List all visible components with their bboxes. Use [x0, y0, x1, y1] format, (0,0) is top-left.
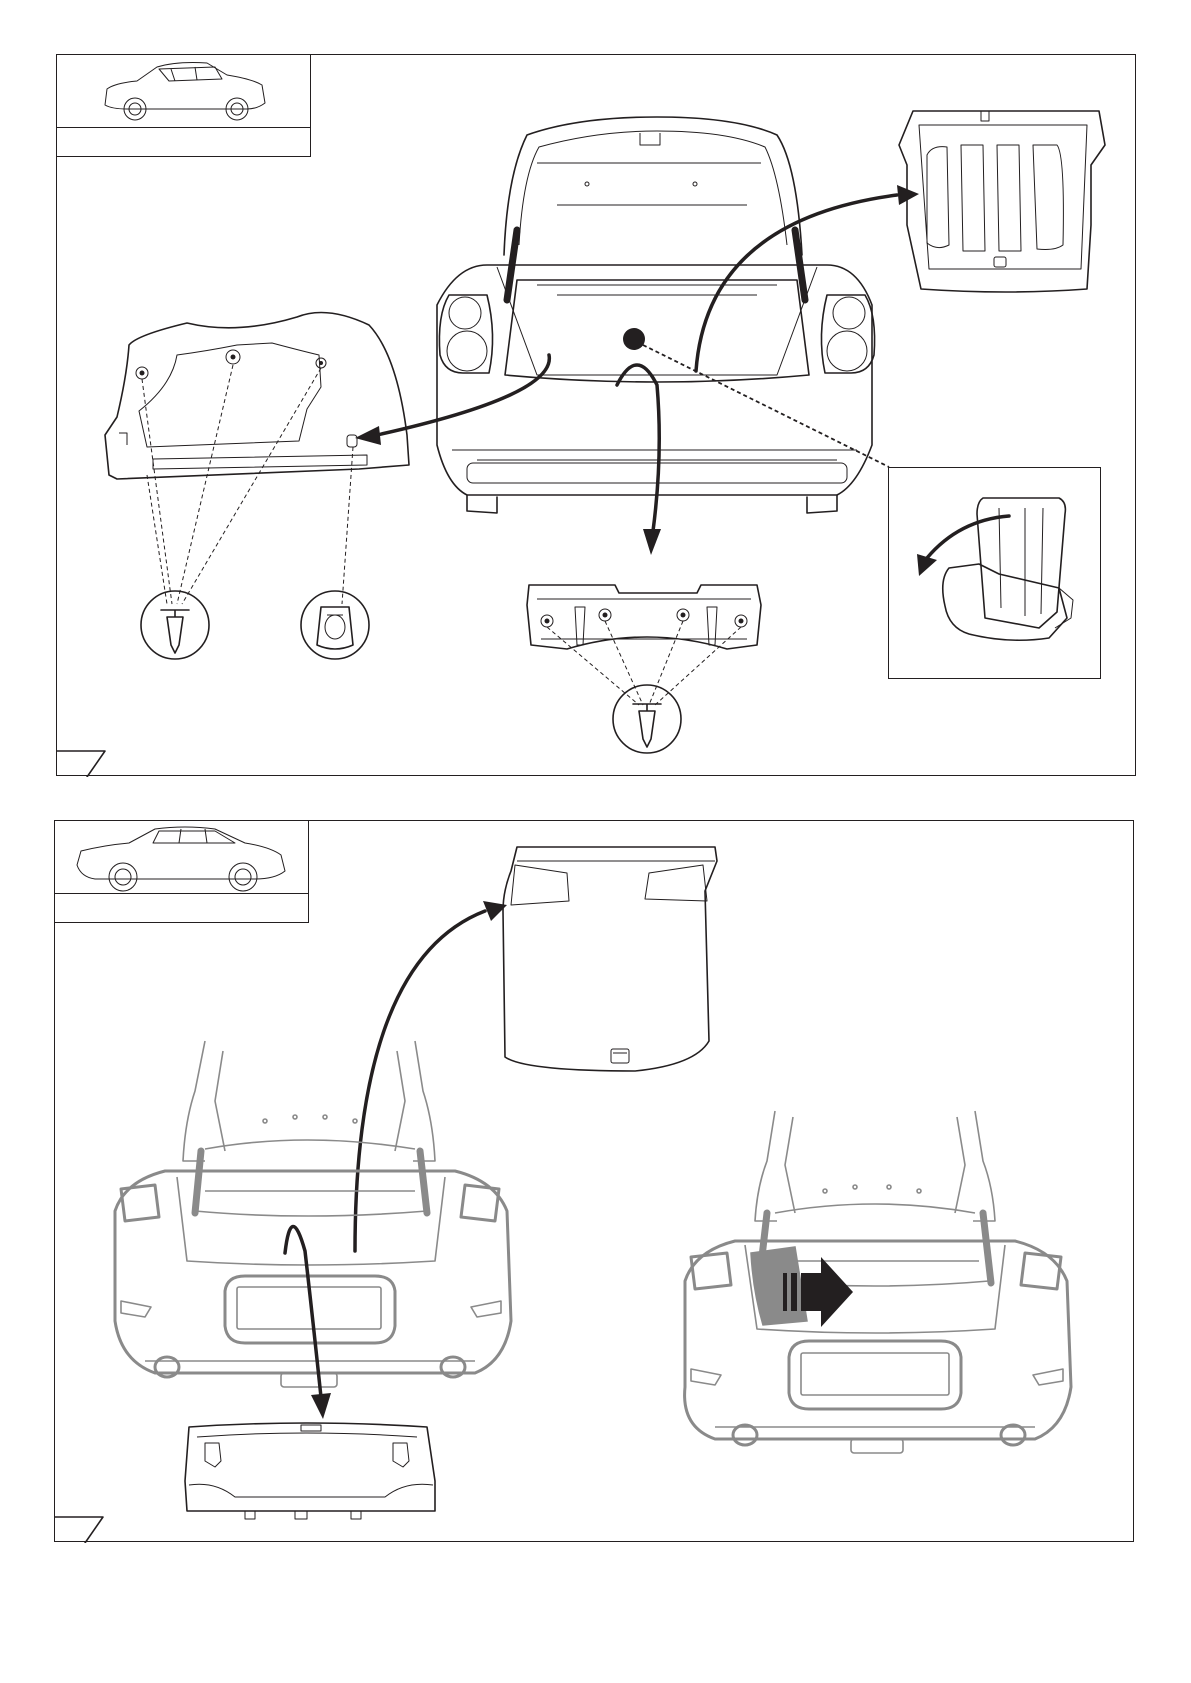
left-trunk-side-trim — [105, 313, 409, 480]
rear-sill-plate — [527, 585, 761, 649]
removal-arrow-floor-cover — [355, 911, 485, 1251]
panel-step-1 — [56, 54, 1136, 776]
rear-seat-folded — [943, 498, 1073, 640]
push-clip-icon — [141, 591, 209, 659]
car-rear-open-trunk-right — [685, 1111, 1071, 1453]
removal-arrow-side-trim — [377, 355, 549, 435]
car-rear-open-trunk — [437, 117, 875, 513]
rear-parcel-mat — [899, 111, 1105, 292]
removal-arrow-parcel-mat — [696, 195, 897, 371]
removal-arrow-sill-plate — [617, 365, 659, 531]
push-clip-icon — [613, 685, 681, 753]
tail-light-left — [439, 295, 492, 373]
page-corner-tab — [57, 751, 105, 777]
seat-release-marker — [623, 328, 645, 350]
rear-sill-trim — [185, 1423, 435, 1519]
seat-inset-leader — [643, 345, 889, 467]
step-2-illustration — [55, 821, 1135, 1543]
page-corner-tab — [55, 1517, 103, 1543]
panel-step-2 — [54, 820, 1134, 1542]
removal-arrow-sill-trim — [285, 1226, 321, 1397]
folded-rear-seat-inset — [888, 467, 1101, 679]
tail-light-right — [821, 295, 874, 373]
trim-retainer-icon — [301, 591, 369, 659]
trunk-floor-cover — [503, 847, 717, 1071]
fold-seat-arrow-icon — [927, 516, 1009, 558]
